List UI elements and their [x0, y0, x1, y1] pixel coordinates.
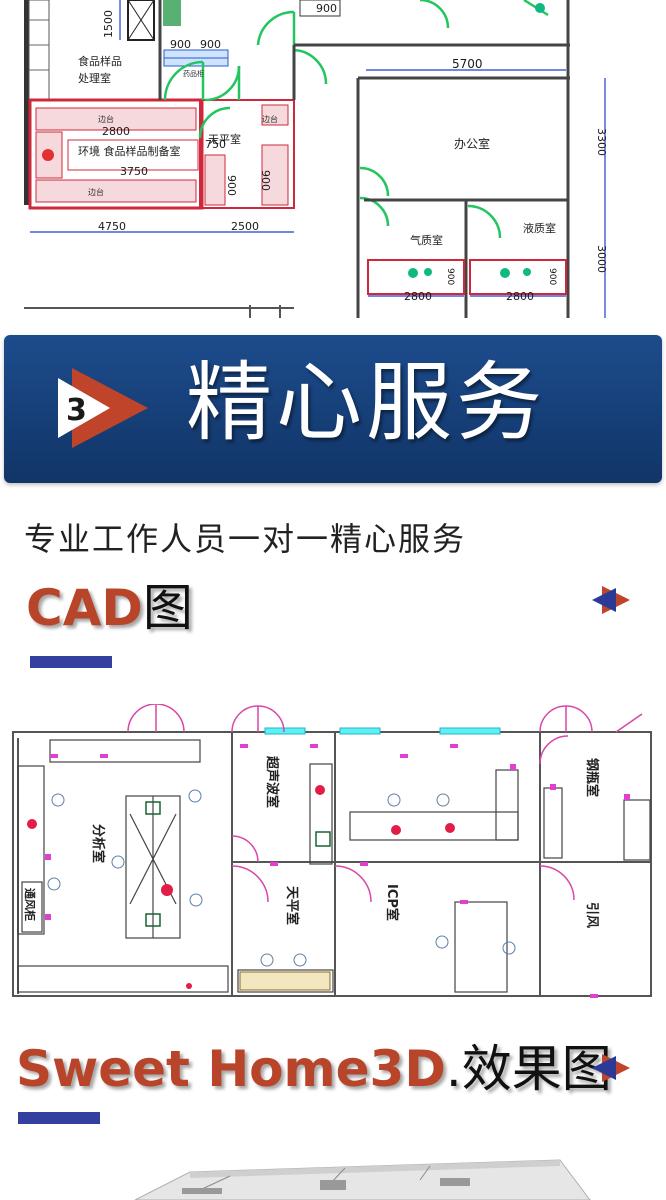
- room-balance-top: 天平室: [208, 132, 241, 146]
- banner-number: 3: [66, 393, 87, 428]
- label-fume: 药品柜: [183, 69, 204, 78]
- sweet-home-title-cn: .效果图: [445, 1040, 612, 1098]
- room-gas-chroma: 气质室: [410, 233, 443, 247]
- room-liquid-chroma: 液质室: [523, 221, 556, 235]
- dim-900a: 900: [170, 38, 191, 51]
- floor-plan-cad: 分析室 超声波室 天平室 ICP室 钢瓶室 引风 通风柜: [10, 704, 656, 1000]
- room-ultrasound: 超声波室: [264, 756, 280, 808]
- dim-2800b: 2800: [404, 290, 432, 303]
- dim-900f: 900: [445, 268, 455, 285]
- dim-750: 750: [205, 138, 226, 151]
- dim-5700: 5700: [452, 57, 483, 71]
- service-subtitle: 专业工作人员一对一精心服务: [24, 520, 467, 558]
- dim-900c: 900: [316, 2, 337, 15]
- dim-2800c: 2800: [506, 290, 534, 303]
- label-bench-top: 边台: [98, 114, 114, 124]
- room-food-sample-2: 处理室: [78, 71, 111, 85]
- render-3d-preview: [134, 1159, 591, 1200]
- section-arrow-icon: [592, 586, 630, 614]
- banner-title: 精心服务: [186, 353, 546, 453]
- sweet-home-title-en: Sweet Home3D: [16, 1040, 446, 1098]
- room-steel-cylinder: 钢瓶室: [584, 758, 600, 797]
- room-env-food-prep: 环境 食品样品制备室: [78, 144, 181, 158]
- room-icp: ICP室: [384, 884, 400, 921]
- dim-3300: 3300: [595, 128, 608, 156]
- section-arrow-icon: [592, 1054, 630, 1082]
- label-bench-mid: 边台: [262, 114, 278, 124]
- cad-section-title: CAD图: [26, 583, 193, 633]
- dim-1500: 1500: [102, 10, 115, 38]
- sweet-home-section-title: Sweet Home3D.效果图: [16, 1044, 612, 1094]
- room-vent-cabinet: 通风柜: [23, 888, 37, 921]
- dim-3000: 3000: [595, 245, 608, 273]
- dim-900b: 900: [200, 38, 221, 51]
- label-bench-bottom: 边台: [88, 187, 104, 197]
- cad-underline: [30, 656, 112, 668]
- room-induced-draft: 引风: [584, 902, 599, 928]
- dim-2500: 2500: [231, 220, 259, 233]
- dim-3750: 3750: [120, 165, 148, 178]
- room-office: 办公室: [454, 136, 490, 151]
- play-arrow-icon: [58, 368, 148, 448]
- sweet-home-underline: [18, 1112, 100, 1124]
- cad-title-cn: 图: [142, 579, 193, 637]
- room-food-sample-1: 食品样品: [78, 54, 122, 68]
- room-balance: 天平室: [284, 886, 300, 925]
- dim-4750: 4750: [98, 220, 126, 233]
- floor-plan-top: 食品样品 处理室 环境 食品样品制备室 天平室 办公室 气质室 液质室 边台 边…: [0, 0, 666, 318]
- cad-title-en: CAD: [26, 579, 143, 637]
- room-analysis: 分析室: [90, 824, 106, 863]
- dim-2800: 2800: [102, 125, 130, 138]
- dim-900d: 900: [259, 170, 272, 191]
- dim-900g: 900: [547, 268, 557, 285]
- dim-900e: 900: [225, 175, 238, 196]
